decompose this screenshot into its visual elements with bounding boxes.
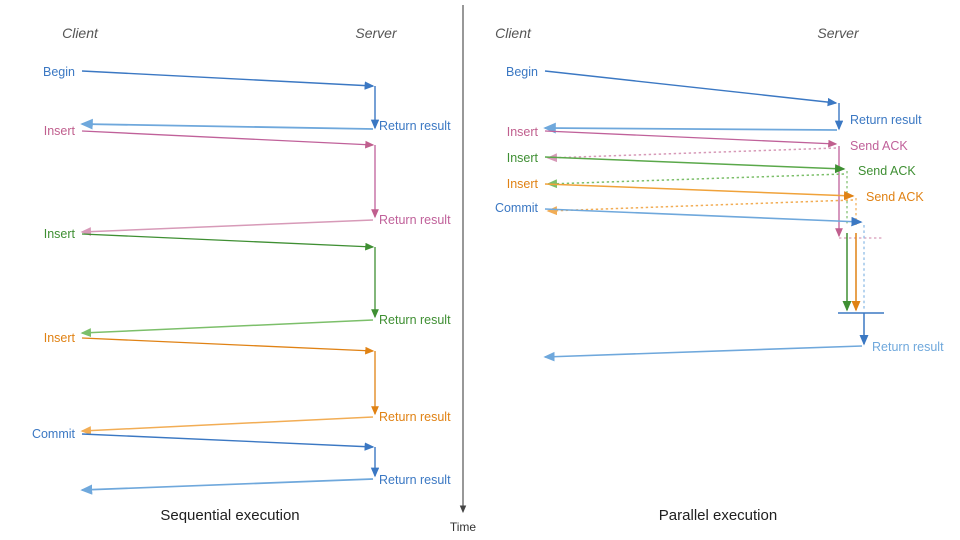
panel-parallel: Client Server Begin Return result Insert… — [495, 25, 944, 524]
request-arrow-insert-orange-left — [81, 337, 375, 355]
request-arrow-insert-orange-right — [544, 183, 855, 201]
server-label-final-return-result-right: Return result — [872, 340, 944, 354]
client-label-commit-right: Commit — [495, 201, 539, 215]
server-label-send-ack-green-right: Send ACK — [858, 164, 916, 178]
server-label-send-ack-pink-right: Send ACK — [850, 139, 908, 153]
message-group-insert-green-right: Insert Send ACK — [507, 151, 916, 312]
message-group-insert-pink-right: Insert Send ACK — [507, 125, 908, 239]
message-group-begin-right: Begin Return result — [506, 65, 922, 134]
client-label-insert-pink-right: Insert — [507, 125, 539, 139]
ack-arrow-green-right — [546, 173, 845, 189]
actor-label-server-left: Server — [355, 25, 398, 41]
caption-parallel: Parallel execution — [659, 507, 777, 524]
server-label-return-result-2-left: Return result — [379, 213, 451, 227]
message-group-commit-left: Commit Return result — [32, 427, 451, 495]
message-group-begin-left: Begin Return result — [43, 65, 451, 133]
time-axis: Time — [450, 5, 477, 534]
client-label-insert-orange-right: Insert — [507, 177, 539, 191]
client-label-commit-left: Commit — [32, 427, 76, 441]
request-arrow-begin-left — [81, 70, 375, 90]
message-group-commit-right: Commit Return result — [495, 201, 944, 362]
actor-label-client-left: Client — [62, 25, 99, 41]
server-label-return-result-3-left: Return result — [379, 313, 451, 327]
ack-arrow-orange-right — [546, 199, 854, 216]
request-arrow-insert-green-right — [544, 156, 846, 174]
ack-arrow-pink-right — [546, 147, 837, 163]
panel-sequential: Client Server Begin Return result Insert… — [32, 25, 451, 524]
message-group-insert-pink-left: Insert Return result — [44, 124, 451, 237]
time-axis-label: Time — [450, 520, 477, 534]
client-label-begin-right: Begin — [506, 65, 538, 79]
request-arrow-insert-pink-left — [81, 130, 375, 149]
server-label-return-result-1-left: Return result — [379, 119, 451, 133]
server-label-return-result-4-left: Return result — [379, 410, 451, 424]
response-arrow-begin-left — [80, 118, 374, 130]
client-label-insert-green-right: Insert — [507, 151, 539, 165]
response-arrow-begin-right — [543, 122, 838, 134]
message-group-insert-orange-left: Insert Return result — [44, 331, 451, 436]
request-arrow-commit-left — [81, 433, 375, 451]
client-label-begin-left: Begin — [43, 65, 75, 79]
caption-sequential: Sequential execution — [160, 507, 299, 524]
response-arrow-insert-pink-left — [80, 219, 374, 237]
response-arrow-insert-orange-left — [80, 416, 374, 436]
request-arrow-insert-pink-right — [544, 130, 838, 148]
server-label-send-ack-orange-right: Send ACK — [866, 190, 924, 204]
actor-label-client-right: Client — [495, 25, 532, 41]
request-arrow-begin-right — [544, 70, 838, 107]
request-arrow-commit-right — [544, 208, 863, 227]
message-group-insert-orange-right: Insert Send ACK — [507, 177, 924, 312]
response-arrow-insert-green-left — [80, 319, 374, 338]
client-label-insert-green-left: Insert — [44, 227, 76, 241]
actor-label-server-right: Server — [817, 25, 860, 41]
server-label-return-result-right: Return result — [850, 113, 922, 127]
client-label-insert-pink-left: Insert — [44, 124, 76, 138]
request-arrow-insert-green-left — [81, 233, 375, 251]
server-label-return-result-5-left: Return result — [379, 473, 451, 487]
response-arrow-commit-left — [80, 478, 374, 495]
message-group-insert-green-left: Insert Return result — [44, 227, 451, 338]
client-label-insert-orange-left: Insert — [44, 331, 76, 345]
final-response-arrow-right — [543, 345, 863, 362]
